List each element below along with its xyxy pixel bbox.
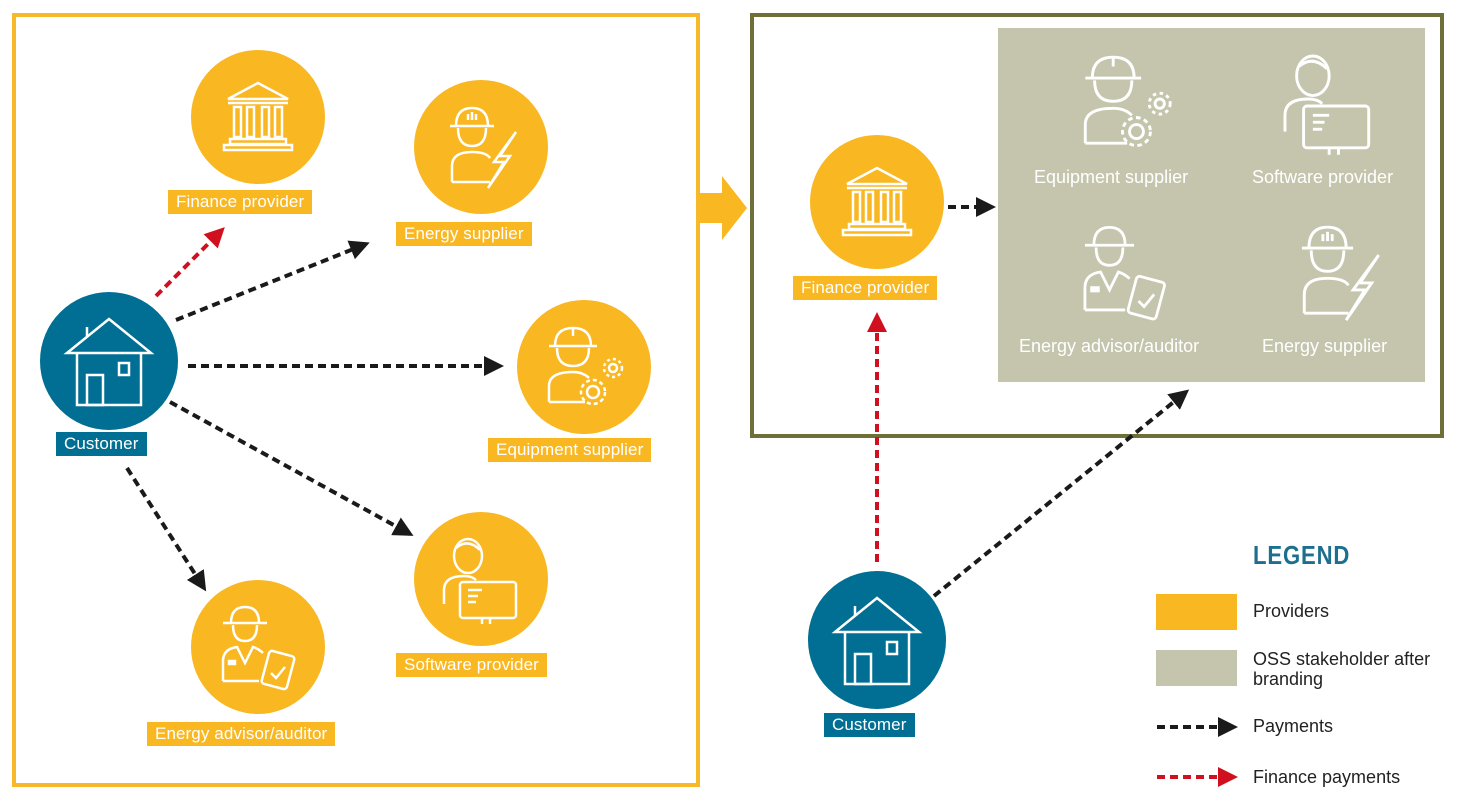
flow-customer-software [169, 400, 414, 536]
oss-software-provider-icon-wrap [1278, 50, 1378, 160]
worker-lightning-icon [1301, 225, 1380, 321]
oss-stakeholder-box [998, 28, 1425, 382]
flow-customer-oss [932, 389, 1190, 598]
equipment-supplier-node [517, 300, 651, 434]
legend-oss-label: OSS stakeholder after branding [1253, 649, 1431, 689]
legend-provider-swatch [1156, 594, 1237, 630]
bank-icon [222, 81, 294, 152]
after-frame [750, 13, 1444, 438]
flow-customer-energy-supplier [175, 240, 370, 322]
oss-software-provider-label: Software provider [1252, 167, 1394, 187]
house-icon [63, 317, 155, 407]
legend-payments-label: Payments [1253, 716, 1334, 736]
software-provider-label: Software provider [396, 653, 547, 677]
after-customer-label: Customer [824, 713, 915, 737]
before-frame [12, 13, 700, 787]
after-customer-node [808, 571, 946, 709]
legend-oss-swatch [1156, 650, 1237, 686]
bank-icon [841, 166, 913, 237]
oss-energy-advisor-label: Energy advisor/auditor [1019, 336, 1200, 356]
person-screen-icon [1283, 54, 1371, 155]
finance-provider-label: Finance provider [168, 190, 313, 214]
finance-provider-node [191, 50, 325, 184]
oss-energy-advisor-icon-wrap [1076, 218, 1172, 331]
after-finance-provider-label: Finance provider [793, 276, 938, 300]
transition-arrow [700, 176, 747, 240]
worker-gears-icon [547, 326, 624, 406]
person-screen-icon [442, 537, 518, 624]
oss-equipment-supplier-label: Equipment supplier [1034, 167, 1189, 187]
oss-energy-supplier-icon-wrap [1288, 220, 1388, 330]
house-icon [831, 596, 923, 686]
customer-label: Customer [56, 432, 147, 456]
flow-customer-advisor [125, 466, 207, 592]
worker-lightning-icon [450, 106, 518, 189]
customer-node [40, 292, 178, 430]
worker-gears-icon [1083, 55, 1172, 147]
energy-supplier-label: Energy supplier [396, 222, 532, 246]
legend-providers-label: Providers [1253, 601, 1330, 621]
equipment-supplier-label: Equipment supplier [488, 438, 652, 462]
legend-title: LEGEND [1253, 540, 1351, 570]
oss-equipment-supplier-icon-wrap [1076, 50, 1176, 160]
software-provider-node [414, 512, 548, 646]
oss-energy-supplier-label: Energy supplier [1262, 336, 1388, 356]
worker-clipboard-icon [221, 605, 296, 691]
energy-advisor-label: Energy advisor/auditor [147, 722, 336, 746]
energy-advisor-node [191, 580, 325, 714]
flow-customer-finance [154, 227, 225, 298]
after-finance-provider-node [810, 135, 944, 269]
energy-supplier-node [414, 80, 548, 214]
worker-clipboard-icon [1083, 225, 1166, 321]
legend-finance-payments-label: Finance payments [1253, 767, 1401, 787]
